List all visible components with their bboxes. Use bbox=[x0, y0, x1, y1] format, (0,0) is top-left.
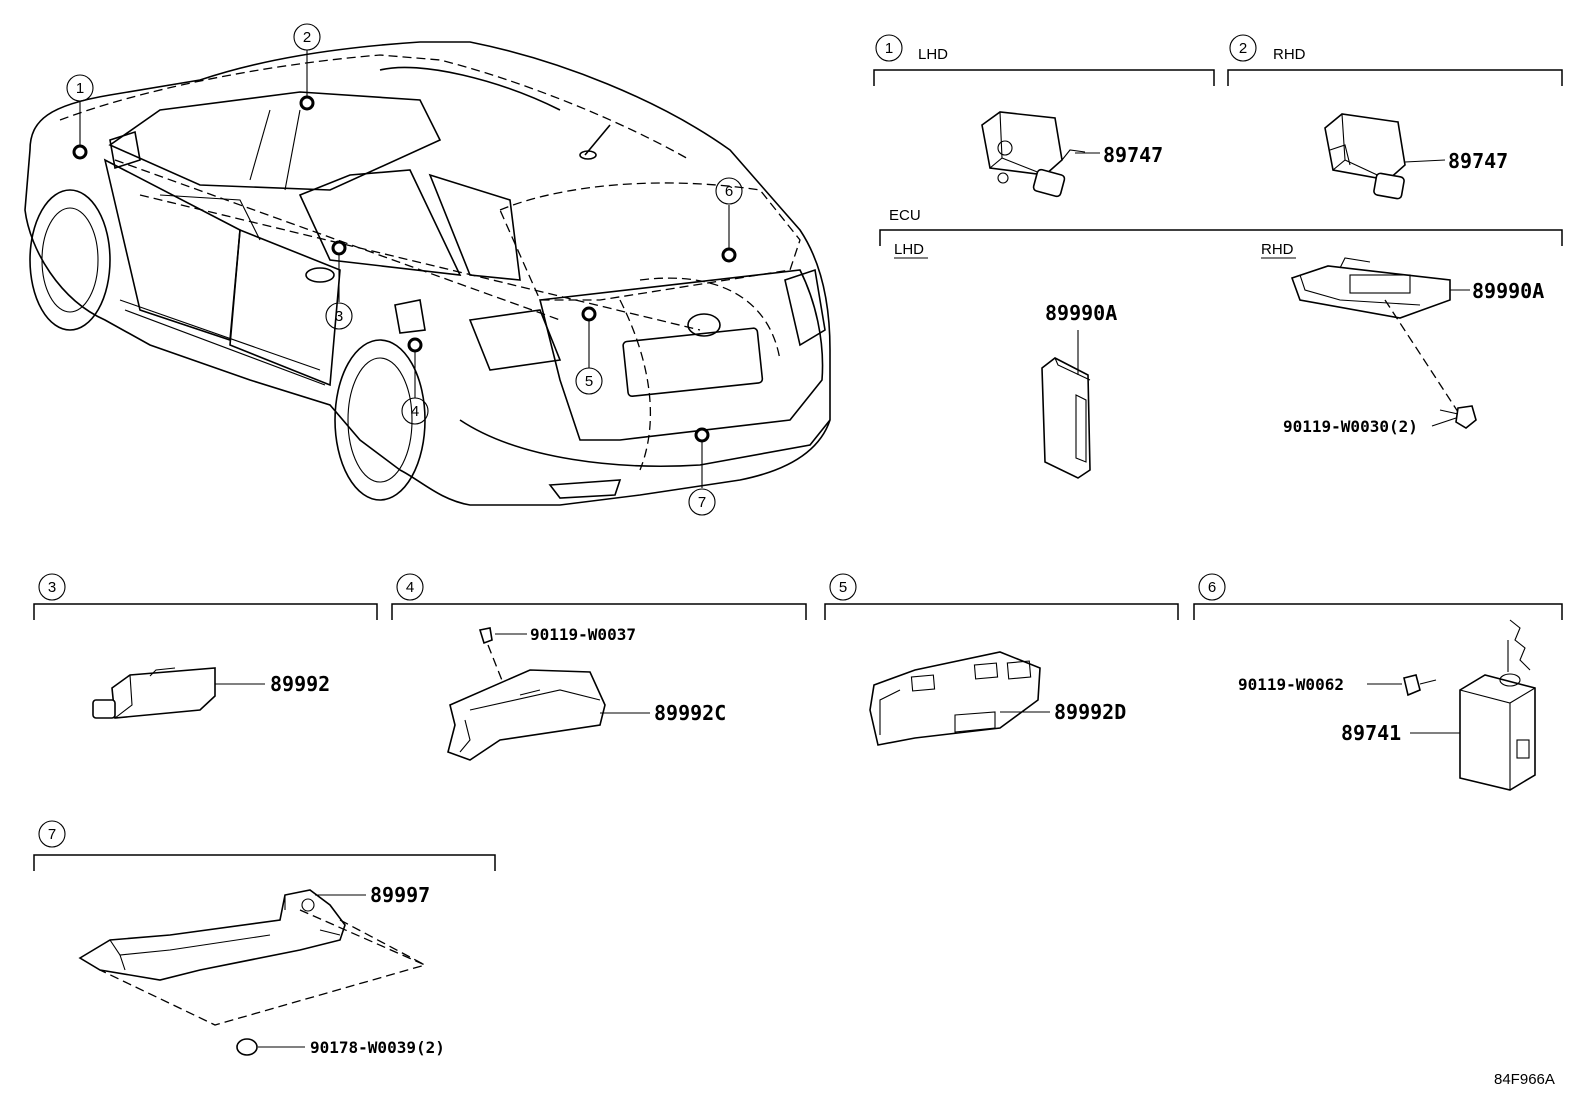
bolt-90119-w0030: 90119-W0030(2) bbox=[1283, 417, 1418, 436]
section-2: 2 RHD 89747 bbox=[1227, 34, 1563, 200]
section-6: 6 90119-W0062 89741 bbox=[1193, 573, 1563, 791]
svg-text:5: 5 bbox=[585, 373, 593, 390]
part-89990a-lhd: 89990A bbox=[1045, 301, 1117, 325]
part-89990a-lhd-drawing bbox=[1041, 330, 1091, 479]
section-5: 5 89992D bbox=[824, 573, 1179, 746]
callout-7: 7 bbox=[688, 488, 716, 516]
section-3: 3 89992 bbox=[33, 573, 378, 719]
svg-text:2: 2 bbox=[1239, 40, 1247, 57]
part-89997: 89997 bbox=[370, 883, 430, 907]
part-89747-lhd-drawing bbox=[981, 111, 1100, 198]
bolt-90119-w0062: 90119-W0062 bbox=[1238, 675, 1344, 694]
callout-markers bbox=[72, 50, 737, 488]
part-89992-drawing bbox=[92, 667, 265, 719]
svg-text:5: 5 bbox=[839, 579, 847, 596]
part-89992c-drawing bbox=[447, 627, 650, 761]
callout-4: 4 bbox=[401, 397, 429, 425]
callout-6: 6 bbox=[715, 177, 743, 205]
svg-text:2: 2 bbox=[303, 29, 311, 46]
callout-1: 1 bbox=[66, 74, 94, 102]
svg-text:1: 1 bbox=[76, 80, 84, 97]
section-ecu: ECU LHD RHD 89990A 89990A 90119-W0030(2) bbox=[879, 207, 1563, 479]
svg-text:3: 3 bbox=[48, 579, 56, 596]
part-89741-drawing bbox=[1367, 619, 1536, 791]
svg-text:6: 6 bbox=[1208, 579, 1216, 596]
part-89992: 89992 bbox=[270, 672, 330, 696]
svg-text:4: 4 bbox=[406, 579, 414, 596]
svg-text:6: 6 bbox=[725, 183, 733, 200]
diagram-reference-number: 84F966A bbox=[1494, 1071, 1555, 1088]
part-89741: 89741 bbox=[1341, 721, 1401, 745]
part-89990a-rhd-drawing bbox=[1290, 257, 1477, 429]
section-1: 1 LHD 89747 bbox=[873, 34, 1215, 198]
callout-3: 3 bbox=[325, 302, 353, 330]
part-89997-drawing bbox=[78, 889, 427, 1056]
bolt-90119-w0037: 90119-W0037 bbox=[530, 625, 636, 644]
part-89992d: 89992D bbox=[1054, 700, 1126, 724]
clip-90178-w0039: 90178-W0039(2) bbox=[310, 1038, 445, 1057]
section-4: 4 90119-W0037 89992C bbox=[391, 573, 807, 761]
ecu-label: ECU bbox=[889, 207, 921, 224]
ecu-lhd-label: LHD bbox=[894, 241, 924, 258]
section-2-label: RHD bbox=[1273, 46, 1306, 63]
svg-text:4: 4 bbox=[411, 403, 419, 420]
part-89990a-rhd: 89990A bbox=[1472, 279, 1544, 303]
part-89992c: 89992C bbox=[654, 701, 726, 725]
part-89747-rhd-drawing bbox=[1324, 113, 1446, 200]
callout-5: 5 bbox=[575, 367, 603, 395]
section-1-label: LHD bbox=[918, 46, 948, 63]
part-89992d-drawing bbox=[869, 651, 1050, 746]
part-89747-rhd: 89747 bbox=[1448, 149, 1508, 173]
svg-text:1: 1 bbox=[885, 40, 893, 57]
svg-text:7: 7 bbox=[698, 494, 706, 511]
section-7: 7 89997 90178-W0039(2) bbox=[33, 820, 496, 1057]
ecu-rhd-label: RHD bbox=[1261, 241, 1294, 258]
callout-2: 2 bbox=[293, 23, 321, 51]
part-89747-lhd: 89747 bbox=[1103, 143, 1163, 167]
svg-text:7: 7 bbox=[48, 826, 56, 843]
svg-text:3: 3 bbox=[335, 308, 343, 325]
